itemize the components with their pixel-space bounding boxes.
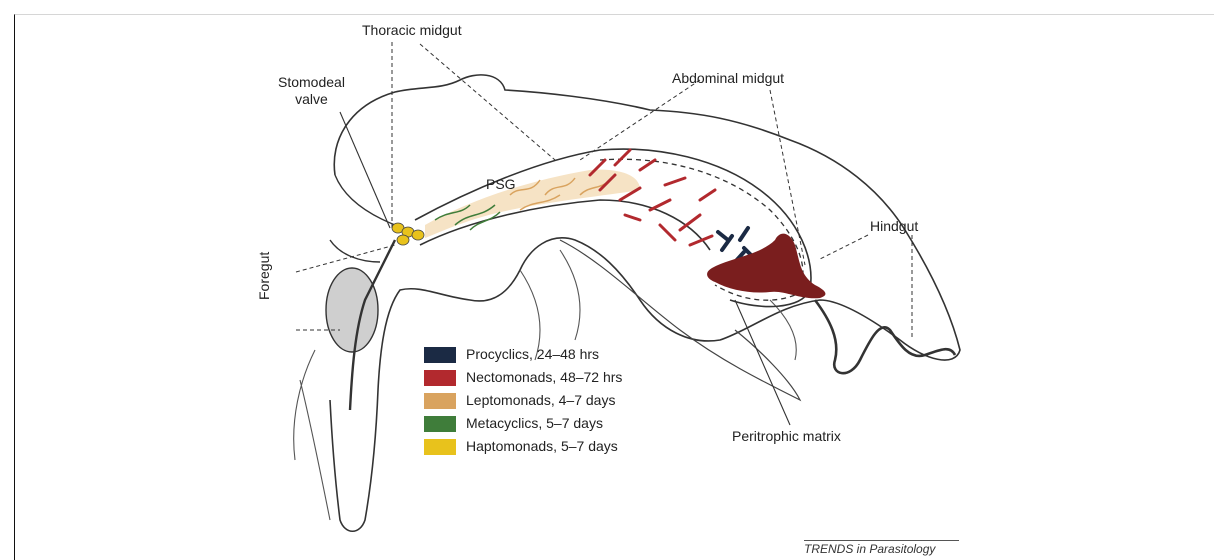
legend-swatch	[424, 347, 456, 363]
haptomonad-parasites	[392, 223, 424, 245]
credit-rule	[804, 540, 959, 541]
peritrophic-matrix-label: Peritrophic matrix	[732, 428, 841, 445]
legend-label: Procyclics, 24–48 hrs	[466, 346, 599, 363]
hindgut-coils	[815, 300, 955, 373]
nectomonad-parasites	[590, 150, 715, 245]
hindgut-label: Hindgut	[870, 218, 918, 235]
legend-swatch	[424, 393, 456, 409]
salivary-gland	[326, 268, 378, 352]
body-outline	[330, 75, 960, 531]
journal-credit: TRENDS in Parasitology	[804, 542, 935, 556]
psg-label: PSG	[486, 176, 516, 193]
head-outline	[330, 175, 395, 262]
legend-label: Metacyclics, 5–7 days	[466, 415, 603, 432]
legend-label: Leptomonads, 4–7 days	[466, 392, 615, 409]
stomodeal-valve-label: Stomodeal valve	[278, 74, 345, 108]
legend-label: Haptomonads, 5–7 days	[466, 438, 618, 455]
legend-swatch	[424, 416, 456, 432]
thoracic-midgut-label: Thoracic midgut	[362, 22, 462, 39]
abdominal-midgut-label: Abdominal midgut	[672, 70, 784, 87]
legend-label: Nectomonads, 48–72 hrs	[466, 369, 622, 386]
legend-swatch	[424, 439, 456, 455]
foregut-label: Foregut	[256, 252, 273, 300]
legend-swatch	[424, 370, 456, 386]
